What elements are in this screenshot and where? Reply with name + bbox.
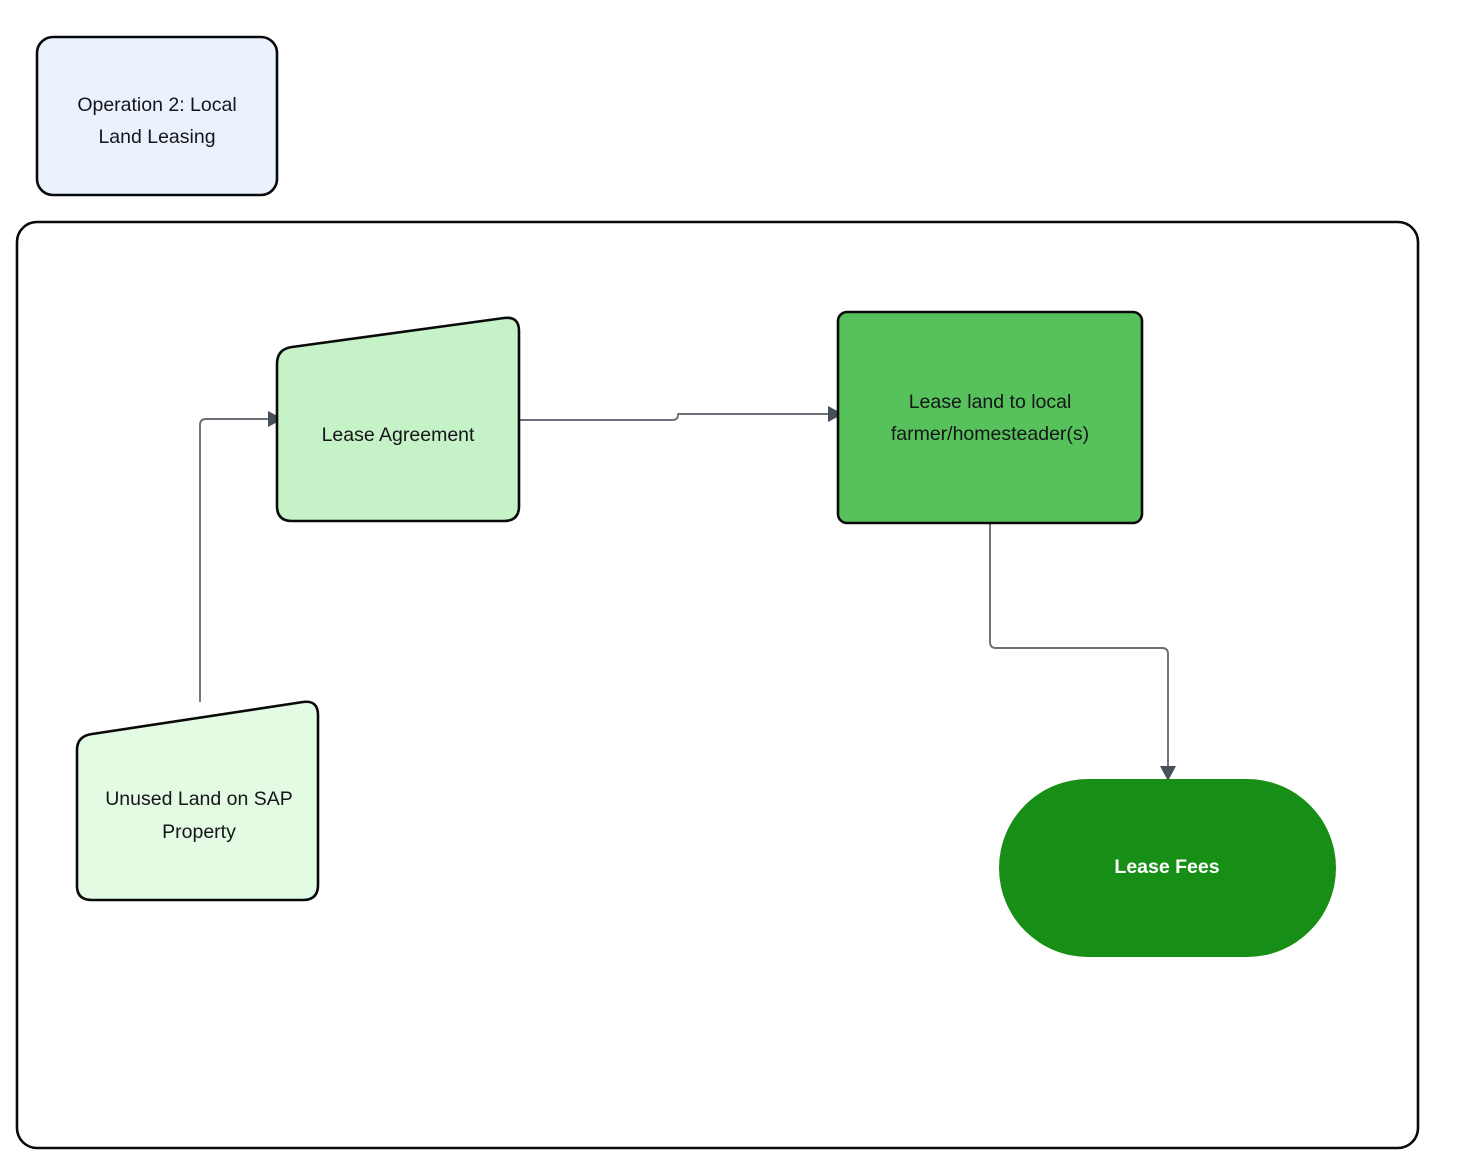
node-lease-land-to-local-farmer[interactable]: Lease land to local farmer/homesteader(s…: [836, 310, 1144, 525]
edge-lease-land-to-lease-fees[interactable]: [989, 523, 1176, 781]
node-shape: [836, 310, 1144, 525]
node-label-line2: Property: [162, 821, 236, 843]
edge-path: [989, 523, 1169, 766]
node-label: Lease Agreement: [322, 424, 475, 446]
node-lease-agreement[interactable]: Lease Agreement: [275, 316, 521, 523]
operation-boundary: [15, 220, 1420, 1150]
edge-lease-agreement-to-lease-land[interactable]: [519, 406, 843, 422]
title-box-shape: [35, 35, 279, 197]
node-label-line2: farmer/homesteader(s): [891, 423, 1089, 445]
edge-unused-land-to-lease-agreement[interactable]: [199, 411, 283, 702]
node-label-line1: Unused Land on SAP: [105, 788, 293, 810]
node-label-line1: Lease land to local: [909, 391, 1072, 413]
title-box[interactable]: Operation 2: Local Land Leasing: [35, 35, 279, 197]
title-box-label-line2: Land Leasing: [98, 126, 215, 148]
node-unused-land-on-sap-property[interactable]: Unused Land on SAP Property: [75, 700, 320, 902]
arrow-head-icon: [828, 406, 843, 422]
node-label: Lease Fees: [1114, 856, 1219, 878]
arrow-head-icon: [268, 411, 283, 427]
node-shape: [275, 316, 521, 523]
edge-path: [519, 413, 828, 421]
arrow-head-icon: [1160, 766, 1176, 781]
node-shape: [999, 779, 1336, 957]
node-shape: [75, 700, 320, 902]
edge-path: [199, 418, 268, 702]
title-box-label-line1: Operation 2: Local: [77, 94, 236, 116]
node-lease-fees[interactable]: Lease Fees: [999, 779, 1336, 957]
